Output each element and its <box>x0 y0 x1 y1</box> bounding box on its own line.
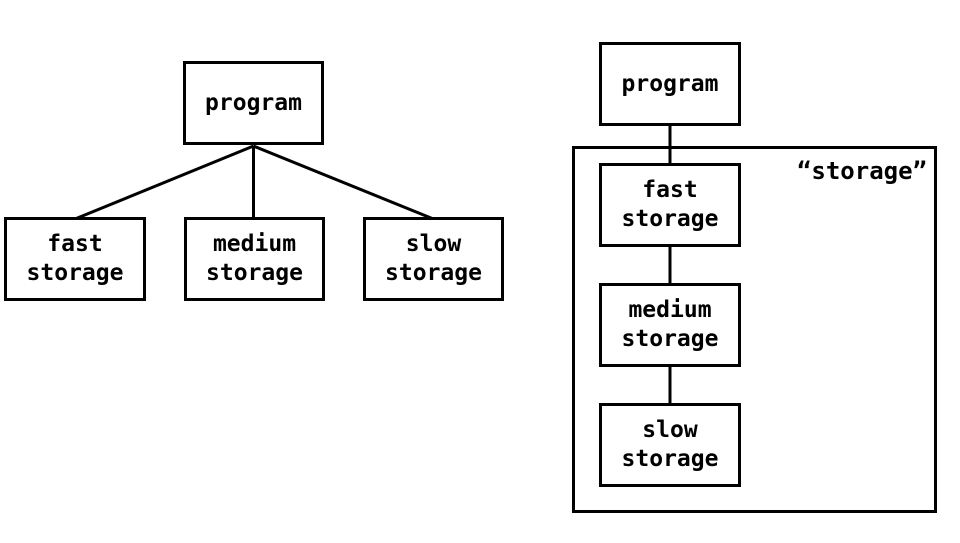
node-fast-storage-left: fast storage <box>4 217 146 301</box>
node-slow-storage-left: slow storage <box>363 217 504 301</box>
storage-container-box <box>572 146 937 513</box>
node-medium-storage-right: medium storage <box>599 283 741 367</box>
edge-program-to-fast-left <box>74 144 255 221</box>
storage-container-label: “storage” <box>796 157 927 185</box>
node-program-left: program <box>183 61 324 145</box>
node-fast-storage-right: fast storage <box>599 163 741 247</box>
node-program-right: program <box>599 42 741 126</box>
node-medium-storage-left: medium storage <box>184 217 325 301</box>
edge-program-to-slow-left <box>252 144 435 221</box>
node-slow-storage-right: slow storage <box>599 403 741 487</box>
